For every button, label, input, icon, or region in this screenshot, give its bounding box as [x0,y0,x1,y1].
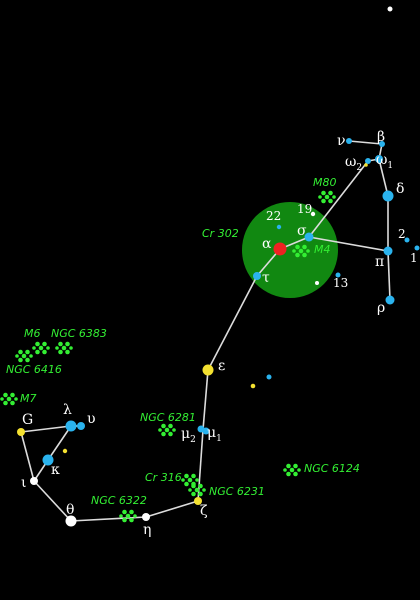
label-mu2: μ2 [181,426,196,445]
label-theta: θ [66,502,74,518]
label-mu2-text: μ [181,426,190,442]
label-sigma: σ [297,223,307,239]
constellation-lines [20,140,391,522]
label-kappa: κ [51,462,60,478]
label-eta: η [143,522,151,538]
label-iota: ι [21,475,27,491]
star-19 [310,211,316,217]
label-omega2-sub: 2 [356,163,362,173]
star-rho [385,295,395,305]
label-delta: δ [396,181,404,197]
cluster-ngc6383-marker [55,341,73,355]
star-delta [382,190,394,202]
label-mu1: μ1 [207,425,222,444]
highlight-disk [242,202,338,298]
star-omega1 [375,155,383,163]
label-pi: π [375,254,384,270]
label-13: 13 [333,276,348,290]
star-beta [379,141,385,147]
star-G [17,428,25,436]
star-epsilon [202,364,214,376]
star-nu [346,138,352,144]
label-mu2-sub: 2 [190,435,196,445]
label-alpha: α [262,236,272,252]
label-tau: τ [262,270,270,286]
dso-labels: M80 M4 Cr 302 M6 NGC 6383 NGC 6416 M7 NG… [6,176,360,507]
label-19: 19 [297,202,312,216]
label-2: 2 [398,227,406,241]
label-mu1-sub: 1 [216,434,222,444]
star-yellow-kappa [62,448,68,454]
label-cr316: Cr 316 [145,471,182,484]
star-lambda [65,420,77,432]
label-nu: ν [337,133,346,149]
star-alpha-antares [273,242,287,256]
label-omega1-text: ω [376,152,387,168]
cluster-ngc6416-marker [15,349,33,363]
label-upsilon: υ [87,411,96,427]
label-rho: ρ [377,300,385,316]
label-ngc6281: NGC 6281 [140,411,196,424]
star-mu1 [202,427,210,435]
star-blue-small [266,374,272,380]
star-upsilon [77,422,85,430]
cluster-m7-marker [0,392,18,406]
label-lambda: λ [63,402,72,418]
label-omega2: ω2 [345,154,362,173]
cluster-m6-marker [32,341,50,355]
label-G: G [22,412,33,428]
cluster-cr316-marker [181,473,199,487]
star-yellow-small [250,383,256,389]
star-pi [383,246,393,256]
star-white-small [315,281,319,285]
label-22: 22 [266,209,281,223]
star-small-yellow-omega [364,163,368,167]
star-iota [30,477,38,485]
star-zeta [194,497,202,505]
cluster-m80-marker [318,190,336,204]
label-ngc6383: NGC 6383 [51,327,107,340]
label-epsilon: ε [218,358,225,374]
cluster-ngc6231-marker [188,483,206,497]
label-m6: M6 [24,327,41,340]
star-unnamed-top [387,6,393,12]
label-zeta: ζ [200,503,208,519]
label-m4: M4 [314,243,331,256]
label-omega1: ω1 [376,152,393,171]
star-theta [65,515,77,527]
cluster-ngc6124-marker [283,463,301,477]
star-13 [335,272,341,278]
star-eta [142,513,150,521]
label-ngc6416: NGC 6416 [6,363,62,376]
star-omega2 [365,158,371,164]
star-tau [253,272,261,280]
label-m80: M80 [313,176,337,189]
star-kappa [42,454,54,466]
star-sigma [304,232,314,242]
stars [17,6,420,527]
cluster-ngc6281-marker [158,423,176,437]
label-cr302: Cr 302 [202,227,239,240]
star-1 [414,245,420,251]
label-ngc6231: NGC 6231 [209,485,265,498]
label-beta: β [377,129,385,145]
cluster-ngc6322-marker [119,509,137,523]
label-m7: M7 [20,392,37,405]
label-omega2-text: ω [345,154,356,170]
label-ngc6322: NGC 6322 [91,494,147,507]
star-22 [276,224,282,230]
label-omega1-sub: 1 [387,161,393,171]
label-ngc6124: NGC 6124 [304,462,360,475]
label-mu1-text: μ [207,425,216,441]
star-2 [404,237,410,243]
label-1: 1 [410,251,418,265]
star-labels: ν β ω2 ω1 δ 2 1 π ρ 22 19 13 σ α τ ε μ2 … [21,129,418,538]
